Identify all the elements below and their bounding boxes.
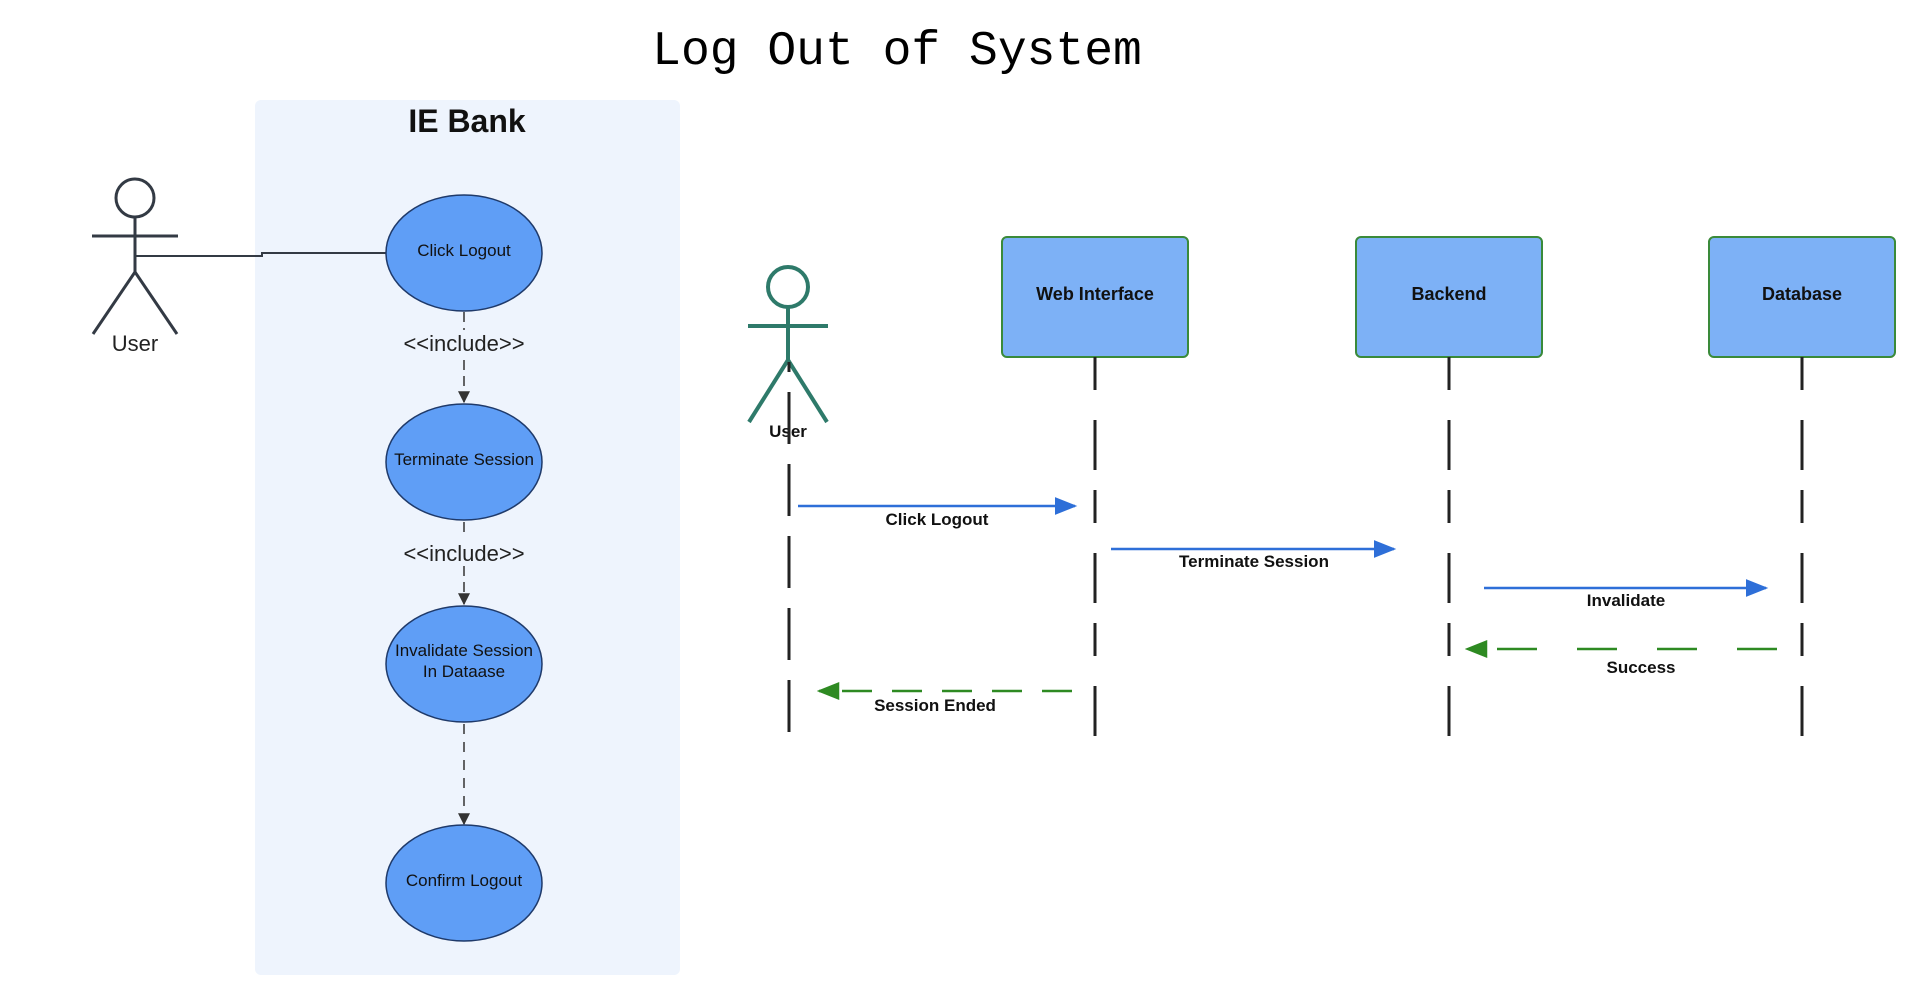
participant-backend[interactable]: Backend bbox=[1355, 236, 1543, 358]
message-label: Terminate Session bbox=[1179, 552, 1329, 571]
use-case-ellipse bbox=[385, 824, 543, 942]
use-case-diagram: IE Bank User <<include>> <<include>> Cli… bbox=[91, 100, 680, 975]
sequence-diagram: User Web Interface Backend Database Clic… bbox=[747, 236, 1896, 745]
use-case-terminate-session[interactable]: Terminate Session bbox=[385, 403, 543, 521]
sequence-actor bbox=[747, 265, 829, 424]
use-case-ellipse bbox=[385, 605, 543, 723]
message-label: Click Logout bbox=[886, 510, 989, 529]
seq-actor-head bbox=[766, 265, 810, 309]
message-click-logout: Click Logout bbox=[798, 497, 1078, 529]
use-case-label-line-1: Invalidate Session bbox=[395, 641, 533, 660]
lifelines bbox=[787, 357, 1804, 745]
system-name: IE Bank bbox=[408, 103, 526, 139]
use-case-invalidate-session[interactable]: Invalidate Session In Dataase bbox=[385, 605, 543, 723]
seq-actor-right-leg bbox=[786, 358, 829, 424]
message-invalidate: Invalidate bbox=[1484, 579, 1769, 610]
participant-label: Backend bbox=[1411, 284, 1486, 304]
use-case-actor bbox=[91, 177, 179, 335]
actor-head bbox=[114, 177, 156, 219]
use-case-click-logout[interactable]: Click Logout bbox=[385, 194, 543, 312]
participant-label: Web Interface bbox=[1036, 284, 1154, 304]
participant-label: Database bbox=[1762, 284, 1842, 304]
participant-database[interactable]: Database bbox=[1708, 236, 1896, 358]
diagram-title: Log Out of System bbox=[652, 25, 1142, 79]
use-case-label: Click Logout bbox=[417, 241, 511, 260]
include-label-1: <<include>> bbox=[403, 331, 524, 356]
seq-actor-left-leg bbox=[747, 358, 790, 424]
message-terminate-session: Terminate Session bbox=[1111, 540, 1397, 571]
include-label-2: <<include>> bbox=[403, 541, 524, 566]
use-case-label: Confirm Logout bbox=[406, 871, 523, 890]
message-label: Success bbox=[1607, 658, 1676, 677]
message-session-ended: Session Ended bbox=[816, 682, 1072, 715]
use-case-ellipse bbox=[385, 403, 543, 521]
message-success: Success bbox=[1464, 640, 1777, 677]
actor-left-leg bbox=[91, 271, 137, 335]
actor-association-line bbox=[135, 252, 386, 257]
message-label: Session Ended bbox=[874, 696, 996, 715]
use-case-confirm-logout[interactable]: Confirm Logout bbox=[385, 824, 543, 942]
use-case-label: Terminate Session bbox=[394, 450, 534, 469]
use-case-label-line-2: In Dataase bbox=[423, 662, 505, 681]
use-case-actor-label: User bbox=[112, 331, 158, 356]
participant-web-interface[interactable]: Web Interface bbox=[1001, 236, 1189, 358]
message-label: Invalidate bbox=[1587, 591, 1665, 610]
use-case-ellipse bbox=[385, 194, 543, 312]
actor-right-leg bbox=[133, 271, 179, 335]
system-boundary bbox=[255, 100, 680, 975]
